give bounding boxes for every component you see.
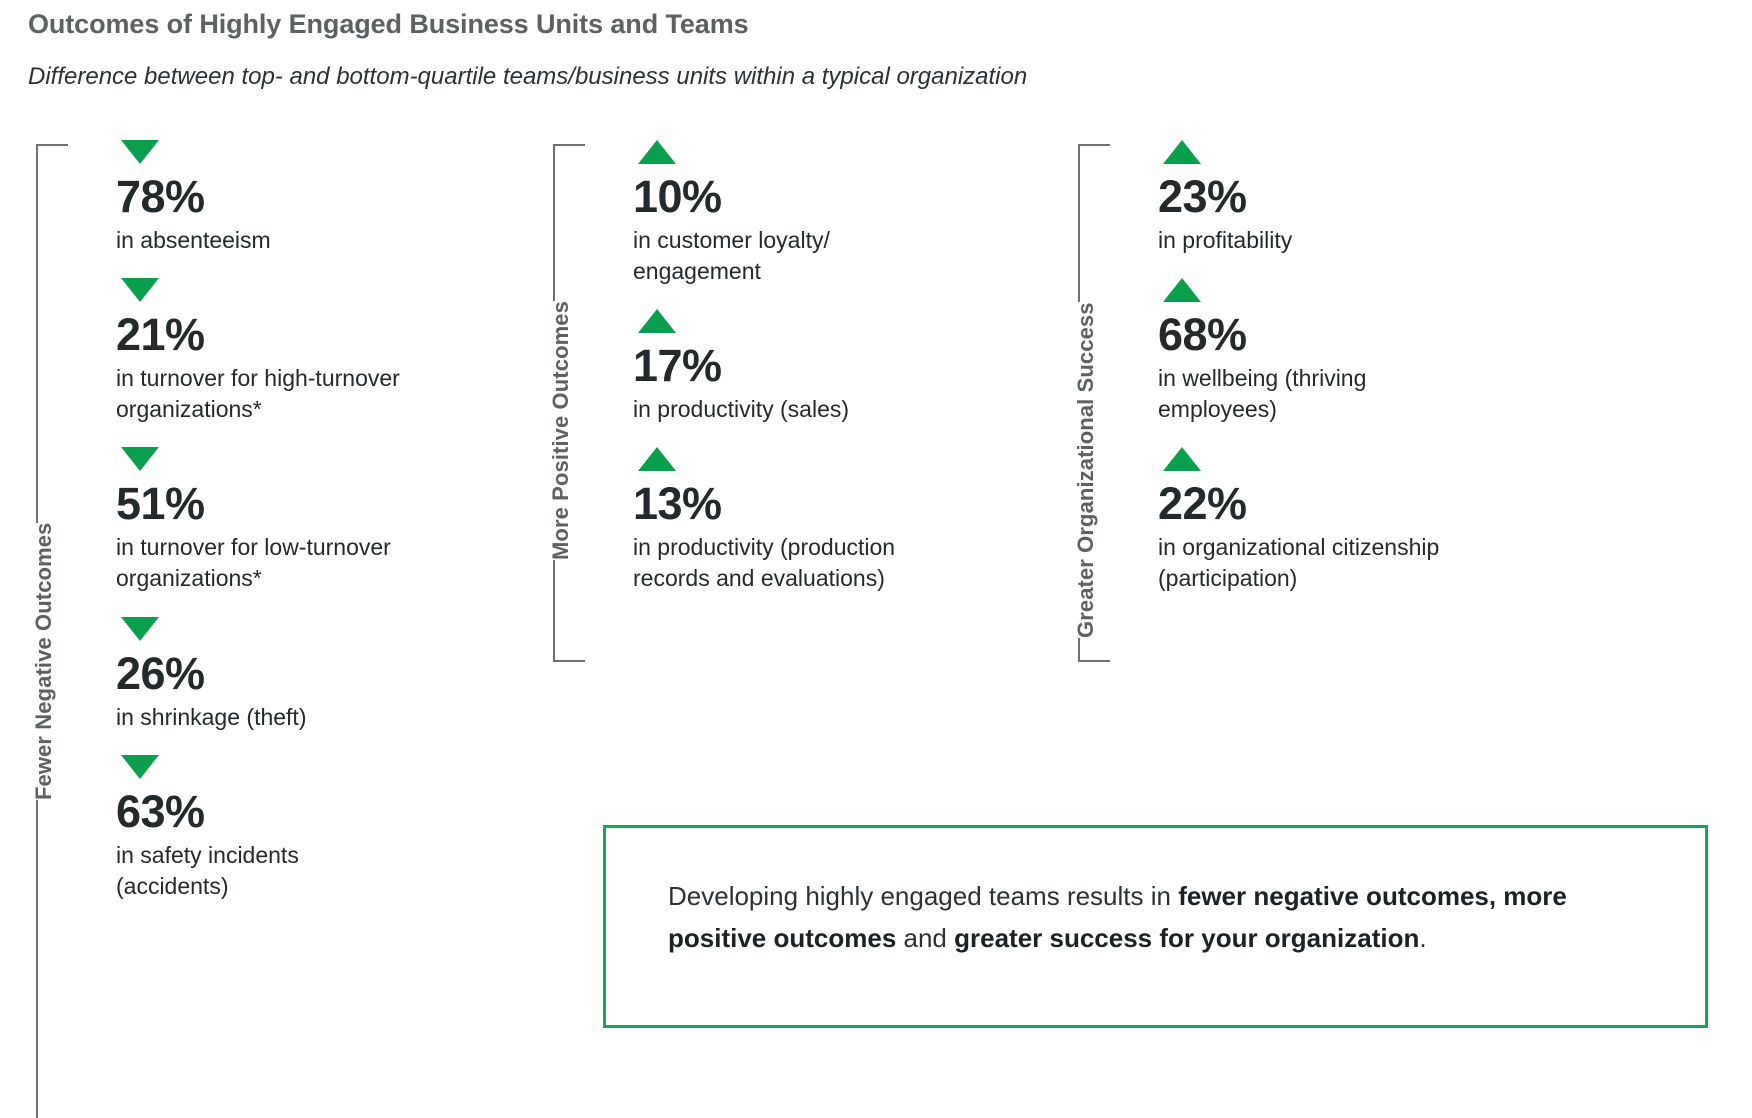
header: Outcomes of Highly Engaged Business Unit…	[28, 8, 1728, 92]
page-subtitle: Difference between top- and bottom-quart…	[28, 63, 1028, 91]
triangle-down-icon	[121, 140, 159, 164]
stat-item: 21% in turnover for high-turnover organi…	[116, 278, 528, 425]
stat-value: 23%	[1158, 171, 1247, 222]
bracket-bottom-tick	[553, 660, 585, 662]
triangle-down-icon	[121, 278, 159, 303]
stat-caption: in organizational citizenship (participa…	[1158, 534, 1440, 592]
stat-item: 78% in absenteeism	[116, 140, 528, 256]
summary-callout-box: Developing highly engaged teams results …	[603, 825, 1708, 1028]
stat-caption: in wellbeing (thriving employees)	[1158, 364, 1367, 423]
bracket-top-tick	[36, 144, 68, 146]
callout-plain: and	[896, 922, 955, 953]
callout-plain: Developing highly engaged teams results …	[668, 881, 1179, 911]
bracket-top-tick	[1078, 144, 1110, 146]
stat-value: 17%	[633, 340, 722, 392]
stat-caption: in profitability	[1158, 226, 1293, 253]
stat-item: 22% in organizational citizenship (parti…	[1158, 447, 1468, 594]
stat-caption: in absenteeism	[116, 226, 271, 253]
stat-caption: in customer loyalty/ engagement	[633, 226, 830, 285]
triangle-down-icon	[121, 616, 159, 641]
bracket-bottom-tick	[1078, 660, 1110, 662]
stat-value: 10%	[633, 171, 722, 222]
stat-item: 23% in profitability	[1158, 140, 1468, 256]
callout-plain: .	[1419, 922, 1427, 953]
stat-caption: in shrinkage (theft)	[116, 703, 307, 730]
triangle-up-icon	[1163, 447, 1201, 472]
triangle-up-icon	[1163, 140, 1201, 164]
stat-item: 68% in wellbeing (thriving employees)	[1158, 278, 1468, 425]
triangle-up-icon	[1163, 278, 1201, 303]
stat-item: 51% in turnover for low-turnover organiz…	[116, 447, 528, 594]
stat-item: 26% in shrinkage (theft)	[116, 616, 528, 733]
triangle-up-icon	[638, 140, 676, 164]
summary-callout-text: Developing highly engaged teams results …	[668, 876, 1655, 959]
stat-value: 68%	[1158, 309, 1247, 361]
page-title: Outcomes of Highly Engaged Business Unit…	[28, 9, 749, 39]
stat-value: 51%	[116, 478, 205, 530]
bracket-top-tick	[553, 144, 585, 146]
stat-list-greater-organizational-success: 23% in profitability 68% in wellbeing (t…	[1158, 140, 1468, 617]
callout-emphasis: fewer negative outcomes, more positive o…	[668, 881, 1567, 953]
stat-caption: in productivity (production records and …	[633, 534, 896, 592]
stat-value: 22%	[1158, 478, 1247, 530]
stat-caption: in turnover for low-turnover organizatio…	[116, 534, 391, 592]
axis-label-greater-organizational-success: Greater Organizational Success	[1069, 302, 1103, 638]
stat-caption: in safety incidents (accidents)	[116, 841, 299, 899]
stat-value: 26%	[116, 647, 205, 699]
stat-list-fewer-negative-outcomes: 78% in absenteeism 21% in turnover for h…	[116, 140, 528, 924]
triangle-up-icon	[638, 447, 676, 472]
stat-value: 13%	[633, 478, 722, 530]
stat-item: 13% in productivity (production records …	[633, 447, 963, 594]
axis-label-more-positive-outcomes: More Positive Outcomes	[544, 301, 578, 560]
triangle-up-icon	[638, 309, 676, 334]
callout-emphasis: greater success for your organization	[954, 922, 1420, 953]
triangle-down-icon	[121, 447, 159, 472]
stat-value: 21%	[116, 309, 205, 361]
stat-list-more-positive-outcomes: 10% in customer loyalty/ engagement 17% …	[633, 140, 963, 617]
stat-caption: in turnover for high-turnover organizati…	[116, 364, 400, 423]
triangle-down-icon	[121, 754, 159, 779]
stat-item: 10% in customer loyalty/ engagement	[633, 140, 963, 287]
stat-value: 78%	[116, 171, 205, 222]
axis-label-fewer-negative-outcomes: Fewer Negative Outcomes	[27, 522, 61, 800]
stat-caption: in productivity (sales)	[633, 396, 850, 423]
stat-item: 63% in safety incidents (accidents)	[116, 754, 528, 902]
stat-value: 63%	[116, 785, 205, 837]
stat-item: 17% in productivity (sales)	[633, 309, 963, 425]
